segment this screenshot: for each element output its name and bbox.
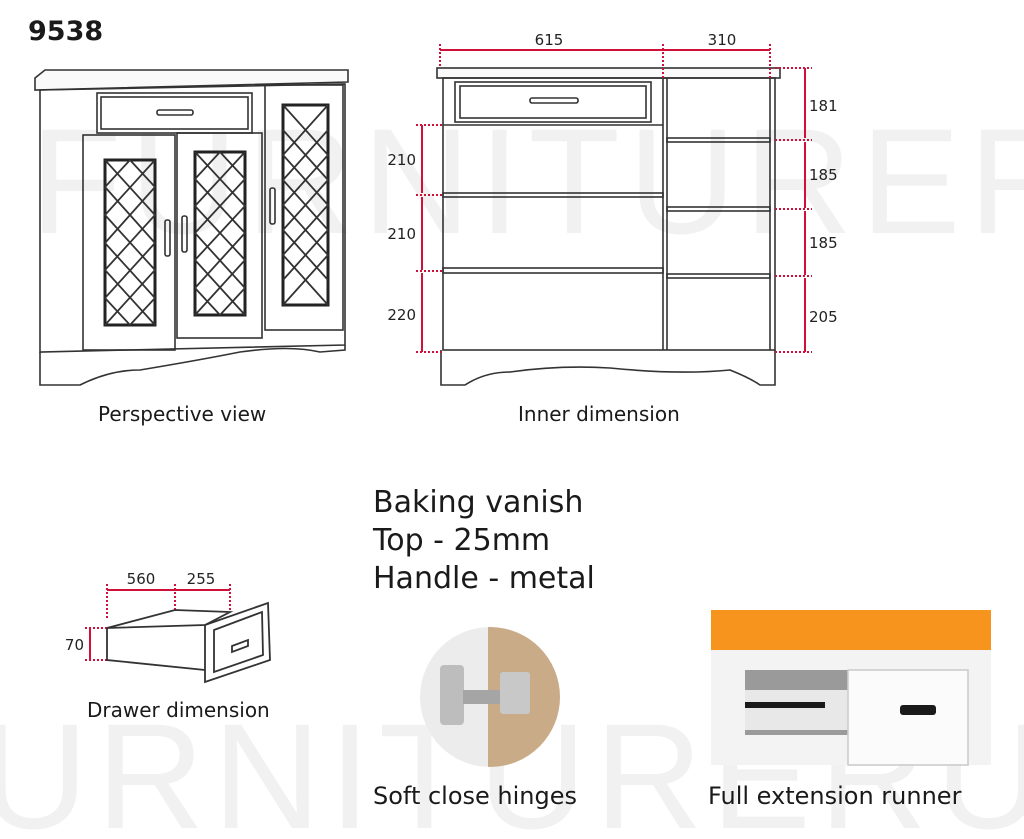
spec-handle: Handle - metal: [373, 561, 595, 596]
dim-width-left: 615: [535, 31, 564, 49]
drawer-height: 70: [65, 636, 84, 654]
inner-cabinet: [436, 67, 781, 386]
perspective-caption: Perspective view: [98, 402, 267, 426]
drawer-drawing: [106, 601, 271, 684]
spec-list: Baking vanish Top - 25mm Handle - metal: [373, 484, 595, 598]
inner-caption: Inner dimension: [518, 402, 680, 426]
dim-right-height-2: 185: [809, 166, 838, 184]
drawer-caption: Drawer dimension: [87, 698, 270, 722]
dim-left-height-1: 210: [387, 151, 416, 169]
spec-finish: Baking vanish: [373, 485, 584, 520]
runner-photo: [711, 610, 991, 766]
drawer-depth: 560: [127, 570, 156, 588]
dim-right-height-3: 185: [809, 234, 838, 252]
dim-left-height-2: 210: [387, 225, 416, 243]
dim-width-right: 310: [708, 31, 737, 49]
model-number: 9538: [28, 16, 104, 47]
dim-left-height-3: 220: [387, 306, 416, 324]
perspective-cabinet: [34, 69, 349, 386]
spec-top: Top - 25mm: [373, 523, 551, 558]
hinge-photo: [420, 627, 560, 767]
dimension-lines: [85, 44, 812, 661]
dim-right-height-1: 181: [809, 97, 838, 115]
runner-caption: Full extension runner: [708, 782, 962, 810]
drawer-width: 255: [187, 570, 216, 588]
hinges-caption: Soft close hinges: [373, 782, 578, 810]
dim-right-height-4: 205: [809, 308, 838, 326]
